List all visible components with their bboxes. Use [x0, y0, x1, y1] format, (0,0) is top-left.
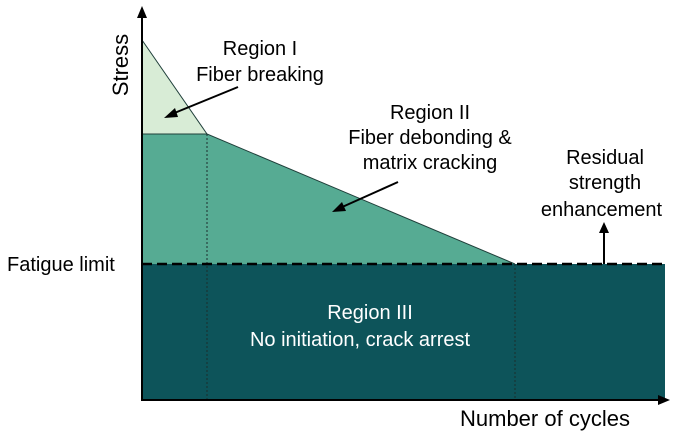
region-i-description: Fiber breaking	[196, 64, 324, 86]
region-iii-description: No initiation, crack arrest	[249, 329, 471, 351]
y-axis-label: Stress	[108, 33, 133, 97]
residual-label-line-3: enhancement	[540, 199, 663, 221]
y-axis-arrowhead	[137, 6, 147, 18]
region-i-title: Region I	[222, 38, 298, 60]
region-ii-description-line-1: Fiber debonding &	[348, 127, 512, 149]
region-iii-title: Region III	[327, 302, 413, 324]
region-ii-arrowhead	[332, 202, 346, 212]
region-ii-description-line-2: matrix cracking	[362, 152, 498, 174]
residual-label-line-2: strength	[568, 172, 642, 194]
region-i-arrowhead	[164, 108, 178, 118]
region-ii-area	[142, 134, 515, 264]
residual-label-line-1: Residual	[566, 147, 644, 169]
fatigue-limit-label: Fatigue limit	[7, 254, 115, 276]
x-axis-arrowhead	[658, 395, 670, 405]
region-iii-area	[142, 264, 665, 399]
region-ii-arrow	[339, 181, 399, 209]
x-axis-label: Number of cycles	[460, 406, 630, 431]
region-i-arrow	[171, 86, 239, 115]
region-ii-title: Region II	[389, 102, 471, 124]
residual-arrowhead	[599, 222, 609, 233]
